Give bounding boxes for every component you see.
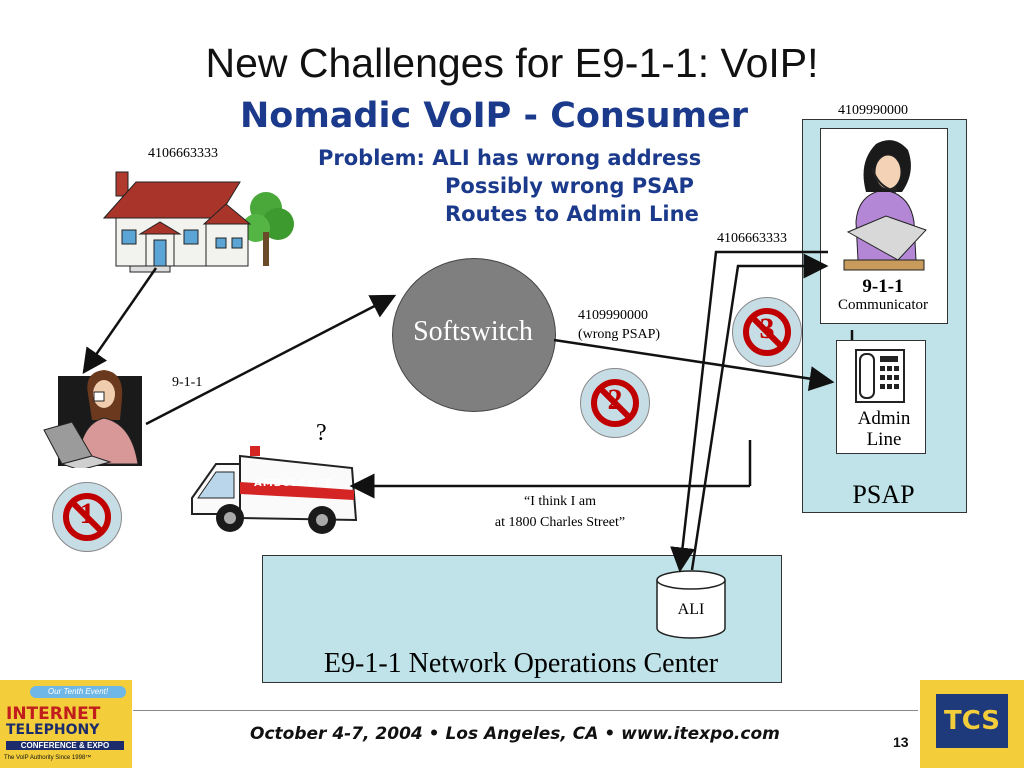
problem-line-2: Possibly wrong PSAP — [445, 174, 694, 198]
slide-title: New Challenges for E9-1-1: VoIP! — [205, 40, 819, 86]
arrow-ali-to-communicator — [690, 253, 829, 571]
question-mark: ? — [316, 420, 327, 446]
operator-illustration — [843, 140, 927, 271]
expo-logo: Our Tenth Event! INTERNET TELEPHONY CONF… — [0, 680, 132, 768]
psap-number: 4109990000 — [838, 103, 908, 118]
wrong-psap-number: 4109990000 — [578, 308, 648, 323]
no-sign-1-number: 1 — [79, 497, 95, 530]
tcs-logo: TCS — [920, 680, 1024, 768]
noc-label: E9-1-1 Network Operations Center — [323, 648, 719, 679]
psap-label: PSAP — [852, 480, 915, 509]
quote-line-2: at 1800 Charles Street” — [494, 515, 626, 530]
footer-rule — [133, 710, 918, 711]
wrong-psap-label: (wrong PSAP) — [578, 327, 661, 342]
communicator-label-2: Communicator — [838, 297, 928, 313]
quote-line-1: “I think I am — [524, 494, 596, 509]
ambulance-text: AMBULANCE — [254, 478, 334, 489]
phone-icon — [855, 349, 905, 403]
logo-tagline-top: Our Tenth Event! — [30, 686, 126, 698]
ali-database-icon — [656, 570, 726, 639]
softswitch-node — [392, 258, 556, 412]
no-sign-3-number: 3 — [759, 312, 775, 345]
house-illustration — [102, 171, 294, 273]
logo-telephony: TELEPHONY — [6, 722, 100, 738]
logo-authority: The VoIP Authority Since 1998™ — [4, 755, 92, 761]
admin-label-1: Admin — [857, 408, 911, 429]
psap-in-number: 4106663333 — [717, 231, 787, 246]
no-sign-3: 3 — [732, 297, 802, 367]
softswitch-label: Softswitch — [413, 316, 533, 347]
tcs-logo-text: TCS — [936, 694, 1008, 748]
admin-label-2: Line — [866, 429, 902, 450]
slide-subtitle: Nomadic VoIP - Consumer — [240, 96, 749, 136]
logo-conference: CONFERENCE & EXPO — [6, 741, 124, 750]
call-label: 9-1-1 — [172, 375, 203, 390]
ali-label: ALI — [677, 601, 705, 618]
arrow-communicator-to-ali — [670, 250, 828, 573]
page-number: 13 — [893, 734, 909, 750]
problem-line-1: Problem: ALI has wrong address — [318, 146, 702, 170]
logo-internet: INTERNET — [6, 704, 101, 724]
arrow-caller-to-softswitch — [145, 294, 397, 426]
caller-illustration — [43, 370, 142, 468]
arrow-softswitch-to-admin — [553, 338, 835, 391]
no-sign-2-number: 2 — [607, 383, 623, 416]
problem-line-3: Routes to Admin Line — [445, 202, 699, 226]
house-number: 4106663333 — [148, 146, 218, 161]
arrow-ali-to-ambulance — [352, 440, 752, 486]
no-sign-2: 2 — [580, 368, 650, 438]
footer-text: October 4-7, 2004 • Los Angeles, CA • ww… — [250, 724, 780, 744]
no-sign-1: 1 — [52, 482, 122, 552]
arrow-house-to-caller — [82, 267, 158, 375]
communicator-label-1: 9-1-1 — [862, 276, 904, 297]
